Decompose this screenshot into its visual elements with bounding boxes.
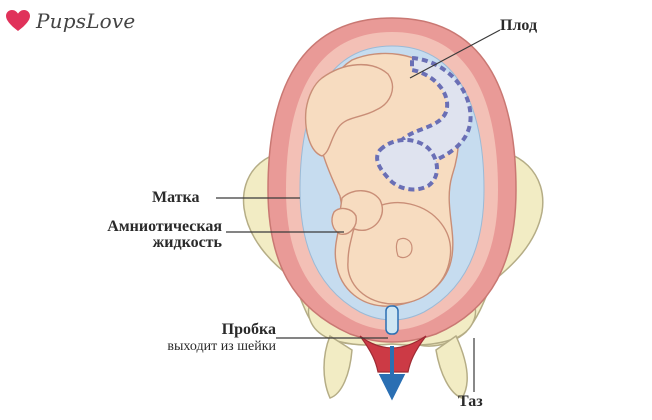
fetus-ear xyxy=(395,237,413,259)
label-uterus: Матка xyxy=(152,189,200,206)
label-plug-line1: Пробка xyxy=(221,321,276,338)
label-plug-line2: выходит из шейки xyxy=(167,339,276,354)
label-pelvis: Таз xyxy=(458,393,483,410)
heart-icon xyxy=(6,10,30,31)
cervix xyxy=(359,305,427,401)
umbilical-cord xyxy=(375,55,473,192)
umbilical-cord-segment-lower xyxy=(375,138,439,192)
label-amniotic-line2: жидкость xyxy=(152,234,222,251)
pelvis-right-leg xyxy=(435,334,468,399)
label-fetus: Плод xyxy=(500,17,538,34)
fetus xyxy=(304,52,460,307)
leader-fetus xyxy=(409,29,501,79)
logo-text: PupsLove xyxy=(36,9,136,33)
leader-lines xyxy=(216,29,501,392)
pelvis-left-leg xyxy=(323,334,353,399)
mucus-plug xyxy=(385,305,399,335)
label-amniotic-line1: Амниотическая xyxy=(107,218,222,235)
site-logo: PupsLove xyxy=(6,6,144,36)
birth-direction-arrow xyxy=(378,346,406,401)
fetus-legs xyxy=(304,63,394,157)
fetus-hand xyxy=(331,207,357,235)
